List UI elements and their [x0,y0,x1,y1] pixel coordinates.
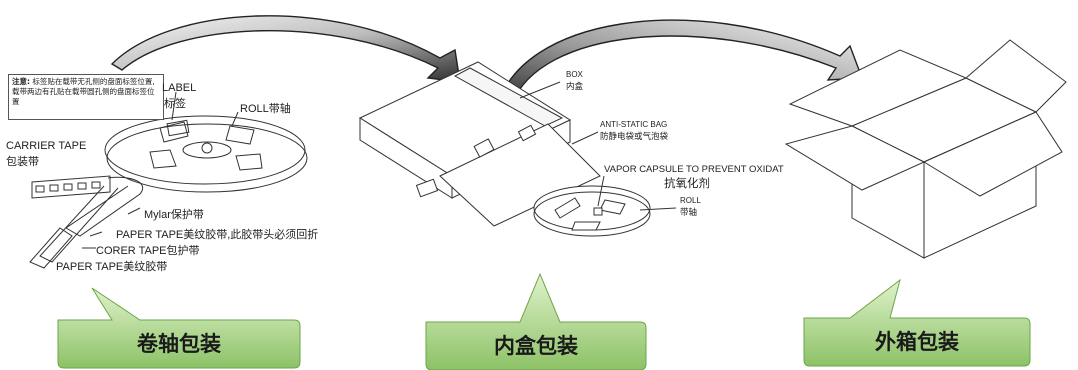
bag-cn: 防静电袋或气泡袋 [600,132,669,142]
label-cn: 标签 [164,97,186,110]
curved-arrow-2 [497,19,863,107]
callout-outer-box-label: 外箱包装 [875,329,959,354]
box-en: BOX [566,70,583,79]
inner-box-illustration [358,61,677,237]
label-en: LABEL [162,82,197,94]
roll-en: ROLL [680,196,701,205]
paper-tape-label: PAPER TAPE美纹胶带 [56,261,168,273]
bag-en: ANTI-STATIC BAG [600,120,668,129]
note-box: 注意: 标签贴在载带无孔侧的盘面标签位置,载带两边有孔贴在载带圆孔侧的盘面标签位… [8,74,164,120]
roll-cn: 带轴 [680,208,698,218]
curved-arrow-1 [110,15,461,83]
reel-illustration [29,91,308,269]
paper-tape-note: PAPER TAPE美纹胶带,此胶带头必须回折 [116,229,319,241]
callout-reel-label: 卷轴包装 [137,331,221,356]
outer-carton-illustration [784,39,1067,259]
roll-label: ROLL带轴 [240,103,291,115]
carrier-tape-en: CARRIER TAPE [6,140,87,152]
callout-inner-box [425,272,647,370]
vapor-en: VAPOR CAPSULE TO PREVENT OXIDAT [604,164,784,175]
vapor-cn: 抗氧化剂 [664,176,710,190]
corer-tape-label: CORER TAPE包护带 [96,245,200,257]
mylar-label: Mylar保护带 [144,209,204,221]
note-text: 标签贴在载带无孔侧的盘面标签位置,载带两边有孔贴在载带圆孔侧的盘面标签位置 [12,77,155,106]
callout-reel [57,287,301,369]
note-prefix: 注意: [12,77,30,86]
callout-inner-box-label: 内盒包装 [494,333,578,358]
callout-outer-box [803,278,1031,367]
carrier-tape-cn: 包装带 [6,155,39,168]
box-cn: 内盒 [566,82,584,92]
